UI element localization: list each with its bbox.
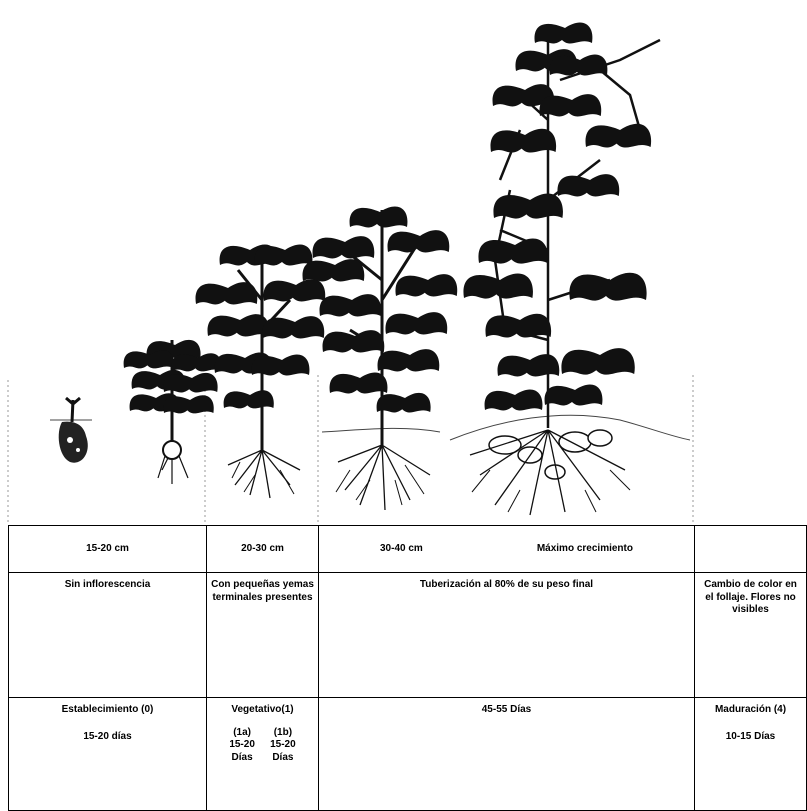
height-row: 15-20 cm 20-30 cm 30-40 cm Máximo crecim… <box>9 526 807 573</box>
stage-establishment: Establecimiento (0) 15-20 días <box>9 698 207 811</box>
stage-tuberization: 45-55 Días <box>319 698 695 811</box>
stage-vegetative-1a: (1a) 15-20 Días <box>223 727 261 765</box>
flowering-tuberization: Tuberización al 80% de su peso final <box>319 573 695 698</box>
flowering-vegetative: Con pequeñas yemas terminales presentes <box>207 573 319 698</box>
stage-maturation-name: Maduración (4) <box>715 704 786 715</box>
plant-growth-illustration <box>0 0 807 525</box>
stage-maturation: Maduración (4) 10-15 Días <box>695 698 807 811</box>
flowering-row: Sin inflorescencia Con pequeñas yemas te… <box>9 573 807 698</box>
stage-maturation-days: 10-15 Días <box>726 731 775 742</box>
growth-stage-table: 15-20 cm 20-30 cm 30-40 cm Máximo crecim… <box>8 525 807 811</box>
plant-maximum-growth <box>450 23 690 515</box>
stage-vegetative: Vegetativo(1) (1a) 15-20 Días (1b) 15-20… <box>207 698 319 811</box>
plant-vegetative <box>196 245 326 498</box>
stage-establishment-name: Establecimiento (0) <box>62 704 154 715</box>
stage-vegetative-1a-days: 15-20 Días <box>229 739 255 763</box>
stage-vegetative-1b-days: 15-20 Días <box>270 739 296 763</box>
flowering-establishment: Sin inflorescencia <box>9 573 207 698</box>
flowering-maturation: Cambio de color en el follaje. Flores no… <box>695 573 807 698</box>
plant-sprout-tuber <box>50 398 92 463</box>
stage-establishment-days: 15-20 días <box>83 731 131 742</box>
plant-young-bush <box>124 340 222 484</box>
stage-vegetative-1b-label: (1b) <box>274 727 292 738</box>
height-maturation <box>695 526 807 573</box>
stage-row: Establecimiento (0) 15-20 días Vegetativ… <box>9 698 807 811</box>
height-vegetative: 20-30 cm <box>207 526 319 573</box>
height-tuberization-range: 30-40 cm <box>380 543 423 556</box>
height-establishment: 15-20 cm <box>9 526 207 573</box>
height-tuberization: 30-40 cm Máximo crecimiento <box>319 526 695 573</box>
stage-vegetative-1b: (1b) 15-20 Días <box>264 727 302 765</box>
height-maximum-growth: Máximo crecimiento <box>537 543 633 556</box>
plant-tuber-initiation <box>303 207 458 510</box>
stage-vegetative-name: Vegetativo(1) <box>231 704 293 715</box>
stage-vegetative-1a-label: (1a) <box>233 727 251 738</box>
